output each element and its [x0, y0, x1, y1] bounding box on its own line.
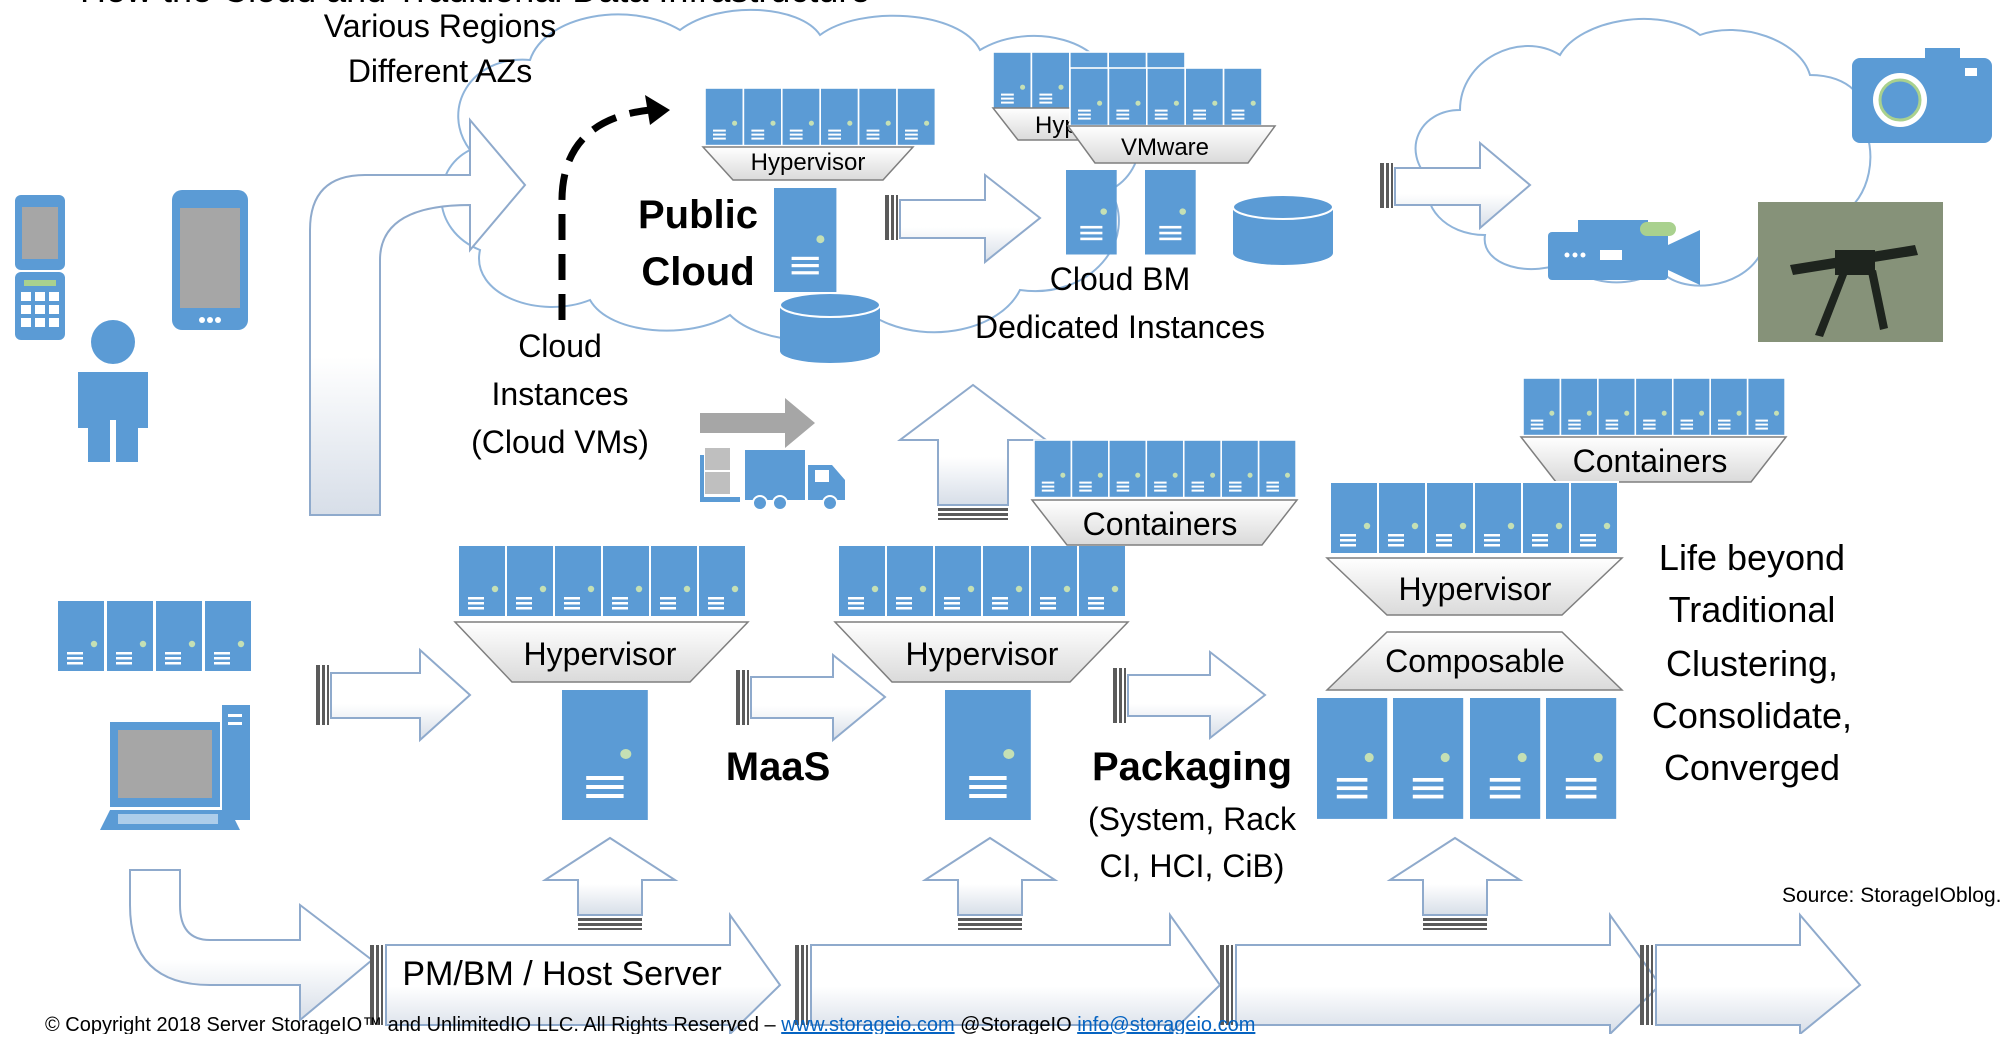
host-server-label: PM/BM / Host Server: [402, 955, 721, 993]
regions-line-1: Various Regions: [324, 8, 556, 44]
hypervisor-2-rack: [837, 544, 1127, 618]
packaging-line-1: (System, Rack: [1088, 801, 1297, 837]
video-camera-icon: [1548, 220, 1700, 285]
packaging-label: Packaging: [1092, 745, 1292, 789]
cloud-bm-subtitle: Dedicated Instances: [975, 309, 1265, 345]
hypervisor-2-tower: [945, 690, 1031, 820]
bottom-arrow-1: [370, 911, 782, 1037]
bottom-arrow-2: [795, 911, 1222, 1037]
packaging-line-2: CI, HCI, CiB): [1100, 848, 1285, 884]
containers-2-label: Containers: [1573, 443, 1728, 479]
footer-handle: @StorageIO: [955, 1014, 1078, 1034]
hypervisor-1-label: Hypervisor: [524, 636, 677, 672]
cloud-tower-server: [774, 188, 837, 292]
hypervisor-1-trapezoid: [453, 621, 750, 683]
cloud-hypervisor-rack: [704, 87, 937, 147]
arrow-bottom-bend: [129, 869, 374, 1023]
vmware-trapezoid: [1066, 125, 1277, 164]
delivery-truck-icon: [700, 448, 845, 511]
composable-hypervisor-label: Hypervisor: [1399, 571, 1552, 607]
composable-trapezoid: [1325, 631, 1624, 691]
user-person-icon: [78, 320, 148, 462]
cloud-instances-line-2: Instances: [492, 376, 629, 412]
cloud-bm-tower-2: [1145, 170, 1196, 255]
cloud-instances-line-1: Cloud: [518, 328, 602, 364]
dashed-migration-arrow: [558, 106, 651, 320]
smartphone-icon: [172, 190, 248, 330]
composable-hypervisor-trapezoid: [1325, 557, 1624, 616]
hypervisor-1-tower: [562, 690, 648, 820]
flip-phone-icon: [15, 195, 65, 340]
hypervisor-2-label: Hypervisor: [906, 636, 1059, 672]
desktop-computer-icon: [100, 705, 250, 830]
arrow-to-cloud: [309, 117, 527, 516]
containers-1-trapezoid: [1030, 499, 1299, 546]
life-beyond-line-2: Traditional: [1669, 589, 1836, 630]
public-cloud-subtitle: Cloud: [641, 250, 754, 294]
regions-line-2: Different AZs: [348, 53, 532, 89]
left-rack-servers: [56, 599, 253, 673]
hypervisor-1-rack: [457, 544, 747, 618]
life-beyond-line-5: Converged: [1664, 747, 1840, 788]
composable-rack: [1329, 481, 1619, 555]
containers-2-rack: [1522, 377, 1786, 437]
drone-photo: [1758, 202, 1943, 342]
cloud-bm-database-icon: [1232, 194, 1334, 266]
up-arrow-to-cloud: [897, 383, 1049, 520]
bottom-arrow-4: [1640, 912, 1862, 1037]
footer-email-link[interactable]: info@storageio.com: [1077, 1014, 1255, 1036]
footer-copyright-text: © Copyright 2018 Server StorageIO™ and U…: [45, 1014, 781, 1034]
vmware-label: VMware: [1121, 134, 1209, 161]
containers-1-label: Containers: [1083, 506, 1238, 542]
maas-label: MaaS: [726, 745, 831, 789]
hypervisor-2-trapezoid: [833, 621, 1130, 683]
mid-arrow-2: [736, 652, 887, 743]
containers-2-trapezoid: [1519, 436, 1788, 483]
cloud-hypervisor-trapezoid: [701, 146, 915, 181]
composable-towers: [1317, 698, 1617, 819]
cloud-instances-line-3: (Cloud VMs): [471, 424, 649, 460]
up-arrow-1: [541, 836, 679, 930]
cloud-hypervisor-label: Hypervisor: [751, 149, 866, 176]
life-beyond-line-4: Consolidate,: [1652, 695, 1852, 736]
cloud-bm-title: Cloud BM: [1050, 261, 1191, 297]
header-fragment: How the Cloud and Traditional Data Infra…: [80, 0, 870, 10]
gray-transfer-arrow: [700, 398, 815, 448]
camera-icon: [1852, 48, 1992, 143]
cloud-bm-tower-1: [1066, 170, 1117, 255]
public-cloud-title: Public: [638, 193, 758, 237]
source-label: Source: StorageIOblog.com: [1782, 884, 2001, 907]
life-beyond-line-1: Life beyond: [1659, 537, 1845, 578]
up-arrow-3: [1386, 836, 1524, 930]
up-arrow-2: [921, 836, 1059, 930]
dashed-arrow-head: [645, 95, 670, 125]
composable-label: Composable: [1385, 643, 1565, 679]
mid-arrow-3: [1113, 649, 1267, 741]
cloud-arrow-1: [885, 172, 1042, 265]
containers-1-rack: [1033, 439, 1297, 499]
footer-website-link[interactable]: www.storageio.com: [780, 1014, 954, 1036]
cloud-bm-rack-front: [1069, 67, 1263, 127]
mid-arrow-1: [316, 647, 472, 743]
bottom-arrow-3: [1220, 911, 1662, 1037]
life-beyond-line-3: Clustering,: [1666, 643, 1838, 684]
footer-copyright: © Copyright 2018 Server StorageIO™ and U…: [45, 1014, 1255, 1034]
cloud-database-icon: [779, 292, 881, 364]
cloud-arrow-2: [1380, 140, 1532, 231]
